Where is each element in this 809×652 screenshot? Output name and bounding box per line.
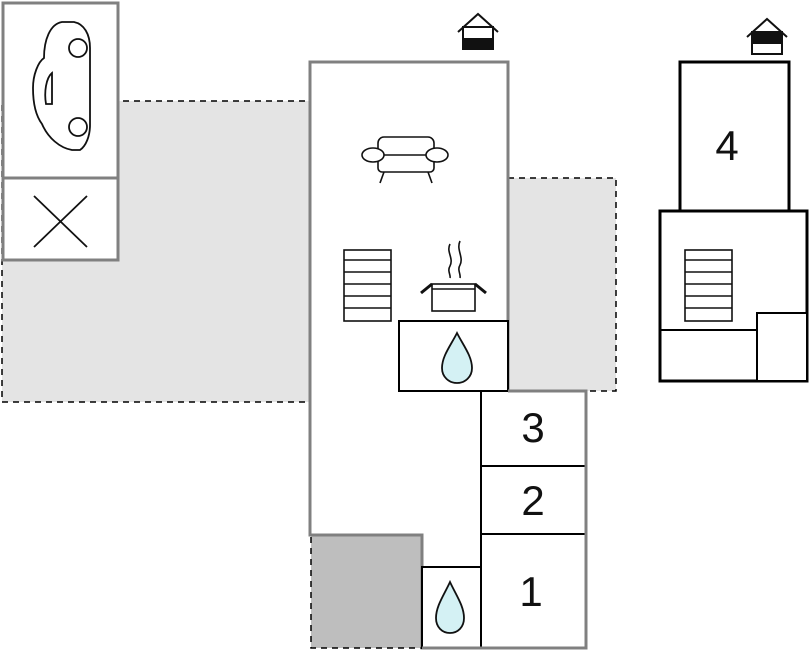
covered-area	[310, 534, 423, 649]
cooking-pot-icon	[420, 240, 487, 312]
room-label-4: 4	[715, 122, 738, 169]
room-label-1: 1	[519, 568, 542, 615]
terrace-right	[507, 177, 617, 392]
stairs-icon	[684, 249, 733, 322]
main-house-outer-edge	[422, 389, 588, 650]
storage-x-icon	[33, 195, 88, 248]
house-upper-floor-icon	[746, 17, 788, 55]
stairs-icon	[343, 249, 392, 322]
upper-small-room	[756, 312, 808, 382]
bathroom-drop-icon	[435, 579, 465, 634]
bedroom-3	[480, 390, 587, 467]
sofa-icon	[361, 136, 449, 184]
bathroom-drop-icon	[441, 330, 473, 384]
room-label-3: 3	[521, 404, 544, 451]
bedroom-1	[480, 533, 587, 649]
upper-floor	[658, 60, 809, 383]
room-label-2: 2	[521, 477, 544, 524]
car-icon	[32, 21, 91, 151]
house-ground-floor-icon	[457, 12, 499, 50]
